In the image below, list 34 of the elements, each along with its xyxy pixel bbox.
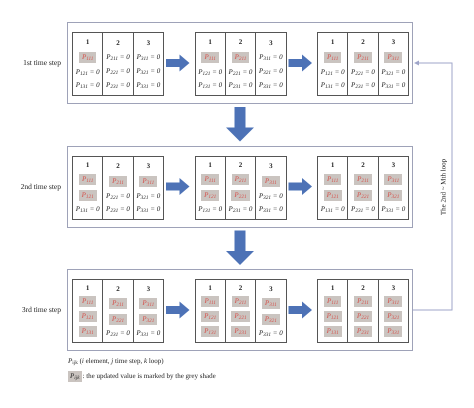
loop-arrow [412,60,452,310]
table-column [196,156,226,218]
table-column [103,280,134,342]
table-column [318,156,348,218]
state-table [72,279,164,343]
state-table [194,32,286,96]
step-panel [67,269,413,351]
state-table [317,32,409,96]
table-column [73,156,104,218]
state-table [194,156,286,220]
state-table [194,279,286,343]
block-arrow [166,178,190,195]
table-column [348,156,379,218]
step-panel [67,146,413,228]
table-column [348,33,379,95]
table-column [318,33,348,95]
state-table [72,156,164,220]
step-panel [67,22,413,104]
table-column [73,33,104,95]
table-column [196,33,226,95]
table-column [103,156,134,218]
block-arrow [226,107,254,142]
block-arrow [166,302,190,318]
block-arrow [166,54,190,72]
state-table [317,156,409,220]
block-arrow [288,302,312,318]
block-arrow [288,178,312,195]
block-arrow [288,54,312,72]
table-column [226,156,256,218]
table-column [226,33,256,95]
table-column [103,33,134,95]
state-table [317,279,409,343]
block-arrow [226,230,254,265]
state-table [72,32,164,96]
